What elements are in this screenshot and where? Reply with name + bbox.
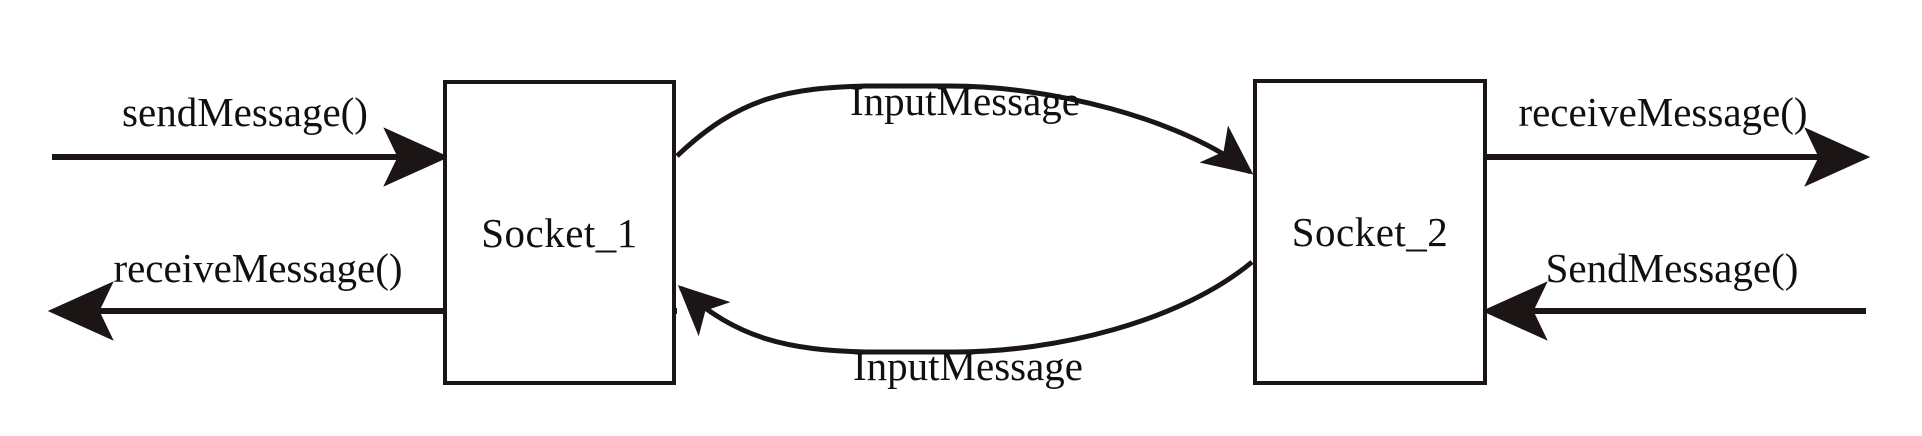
edge-label-send-message-right: SendMessage() bbox=[1545, 245, 1799, 291]
node-socket-2[interactable]: Socket_2 bbox=[1253, 79, 1487, 385]
node-socket-2-label: Socket_2 bbox=[1291, 209, 1449, 255]
edge-top-transfer-curve bbox=[675, 83, 1254, 175]
node-socket-1-label: Socket_1 bbox=[481, 209, 638, 256]
edge-label-input-message-top: InputMessage bbox=[849, 78, 1081, 124]
edge-label-input-message-bottom: InputMessage bbox=[852, 343, 1084, 389]
edge-label-receive-message-left: receiveMessage() bbox=[113, 245, 403, 291]
edge-label-receive-message-right: receiveMessage() bbox=[1518, 89, 1808, 135]
edge-bottom-transfer-curve bbox=[677, 260, 1254, 355]
edge-label-send-message-left: sendMessage() bbox=[122, 89, 368, 135]
node-socket-1[interactable]: Socket_1 bbox=[443, 80, 676, 385]
